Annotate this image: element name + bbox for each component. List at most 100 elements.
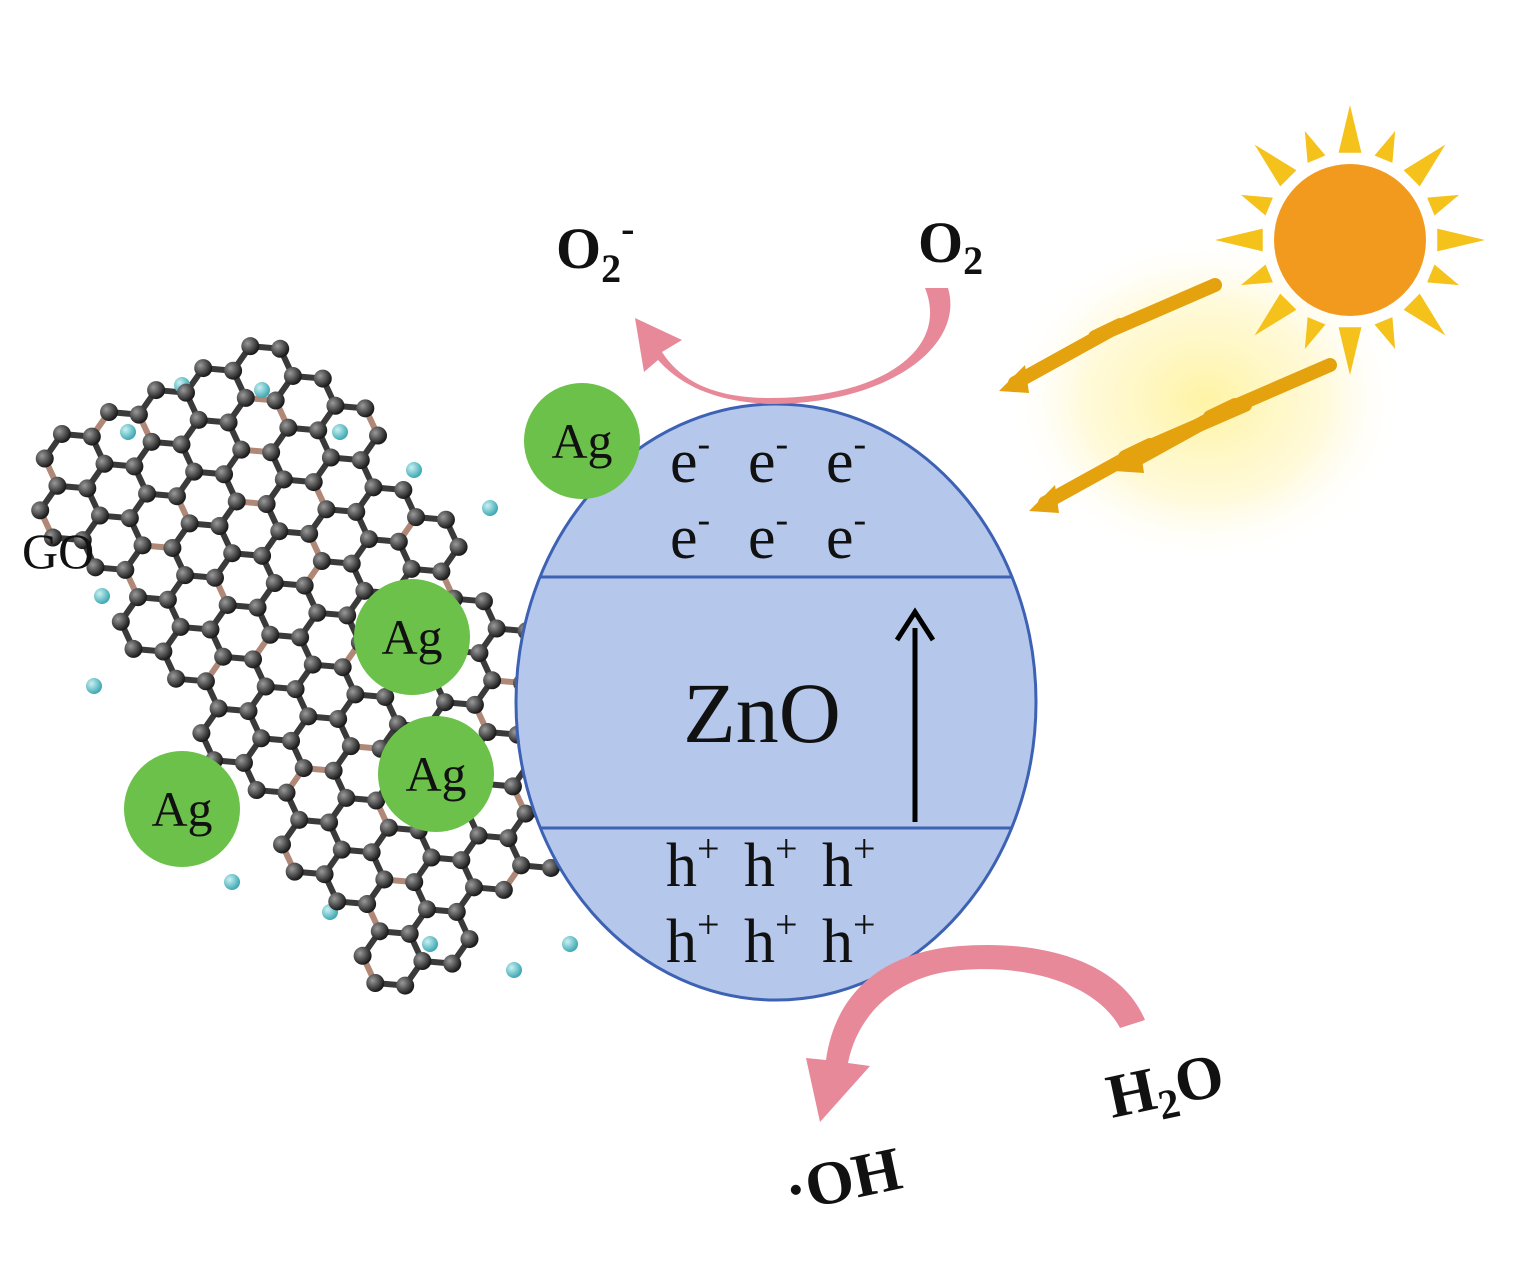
carbon-atom <box>274 470 293 489</box>
sun-core <box>1274 164 1426 316</box>
light-beam <box>1038 398 1252 510</box>
carbon-atom <box>52 424 71 443</box>
carbon-atom <box>189 410 208 429</box>
carbon-atom <box>465 695 484 714</box>
carbon-atom <box>328 892 347 911</box>
carbon-atom <box>324 761 343 780</box>
carbon-atom <box>31 501 50 520</box>
carbon-atom <box>299 707 318 726</box>
carbon-atom <box>171 617 190 636</box>
light-beams-icon <box>999 235 1405 565</box>
sun-ray <box>1427 264 1460 286</box>
carbon-atom <box>120 509 139 528</box>
excitation-arrow-head <box>894 607 936 642</box>
carbon-atom <box>210 517 229 536</box>
electron-label: e- <box>826 499 866 572</box>
carbon-atom <box>320 813 339 832</box>
electron-label: e- <box>748 499 788 572</box>
carbon-atom <box>177 383 196 402</box>
hole-label: h+ <box>744 902 798 976</box>
carbon-atom <box>358 895 377 914</box>
carbon-atom <box>129 405 148 424</box>
carbon-atom <box>464 878 483 897</box>
carbon-atom <box>338 606 357 625</box>
carbon-atom <box>247 781 266 800</box>
carbon-atom <box>219 413 238 432</box>
carbon-atom <box>394 480 413 499</box>
carbon-atom <box>364 478 383 497</box>
carbon-atom <box>389 532 408 551</box>
carbon-atom <box>417 900 436 919</box>
carbon-atom <box>474 592 493 611</box>
ag-label: Ag <box>405 746 466 802</box>
light-beam-arrowhead <box>1029 485 1059 513</box>
carbon-atom <box>499 829 518 848</box>
carbon-atom <box>291 628 310 647</box>
carbon-atom <box>271 339 290 358</box>
carbon-atom <box>201 620 220 639</box>
carbon-atom <box>266 391 285 410</box>
hydrogen-atom <box>482 500 498 516</box>
carbon-atom <box>333 658 352 677</box>
carbon-atom <box>443 954 462 973</box>
carbon-atom <box>234 753 253 772</box>
sun-ray <box>1338 327 1362 375</box>
carbon-atom <box>362 843 381 862</box>
carbon-atom <box>116 560 135 579</box>
carbon-atom <box>516 804 535 823</box>
carbon-atom <box>356 399 375 418</box>
sun-ray <box>1304 130 1326 163</box>
sun-ray <box>1254 293 1297 336</box>
carbon-atom <box>413 952 432 971</box>
sun-ray <box>1374 317 1396 350</box>
sun-ray <box>1240 264 1273 286</box>
ag-label: Ag <box>381 609 442 665</box>
oxidation-curved-arrow <box>806 944 1145 1122</box>
carbon-atom <box>375 870 394 889</box>
carbon-atom <box>43 528 62 547</box>
carbon-atom <box>402 559 421 578</box>
electron-label: e- <box>748 423 788 496</box>
carbon-atom <box>359 530 378 549</box>
electron-label: e- <box>670 423 710 496</box>
carbon-atom <box>244 650 263 669</box>
carbon-atom <box>460 930 479 949</box>
hole-label: h+ <box>666 826 720 900</box>
carbon-atom <box>447 902 466 921</box>
carbon-atom <box>436 693 455 712</box>
carbon-atom <box>239 702 258 721</box>
carbon-atom <box>294 759 313 778</box>
carbon-atom <box>147 381 166 400</box>
carbon-atom <box>86 558 105 577</box>
carbon-atom <box>313 369 332 388</box>
sun-ray <box>1437 228 1485 252</box>
carbon-atom <box>253 546 272 565</box>
carbon-atom <box>167 487 186 506</box>
carbon-atom <box>422 848 441 867</box>
carbon-atom <box>452 851 471 870</box>
hydrogen-atom <box>86 678 102 694</box>
zno-label: ZnO <box>683 665 841 761</box>
carbon-atom <box>512 856 531 875</box>
carbon-atom <box>396 976 415 995</box>
carbon-atom <box>366 974 385 993</box>
carbon-atom <box>478 723 497 742</box>
carbon-atom <box>304 473 323 492</box>
carbon-atom <box>163 538 182 557</box>
carbon-atom <box>494 880 513 899</box>
carbon-atom <box>277 783 296 802</box>
hydrogen-atom <box>422 936 438 952</box>
hydrogen-atom <box>94 588 110 604</box>
carbon-atom <box>286 680 305 699</box>
carbon-atom <box>407 508 426 527</box>
carbon-atom <box>300 524 319 543</box>
light-beam <box>1008 278 1222 390</box>
carbon-atom <box>285 862 304 881</box>
carbon-atom <box>353 946 372 965</box>
carbon-atom <box>248 598 267 617</box>
carbon-atom <box>303 655 322 674</box>
sun-ray <box>1374 130 1396 163</box>
o2-radical-label: O2- <box>556 206 634 291</box>
reduction-curved-arrow <box>635 288 951 404</box>
carbon-atom <box>346 685 365 704</box>
